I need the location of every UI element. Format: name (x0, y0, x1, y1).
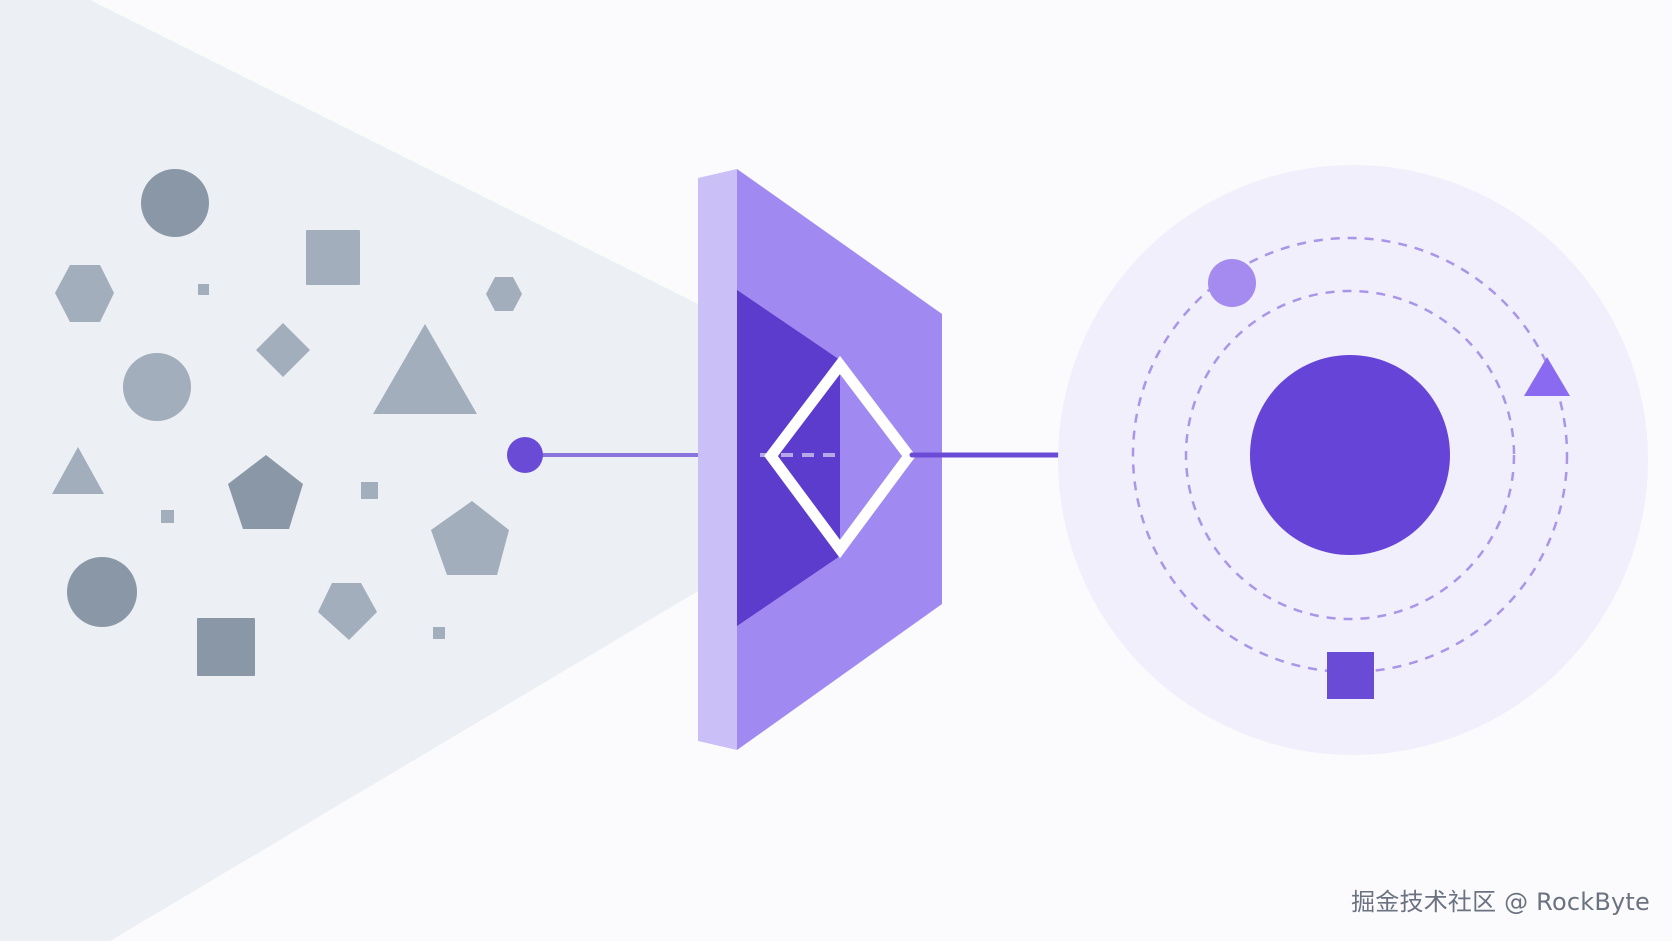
input-triangle-small-icon (52, 447, 104, 494)
input-triangle-large-icon (373, 324, 477, 414)
input-diamond-icon (256, 323, 310, 377)
orbit-inner (1184, 289, 1516, 621)
input-hexagon-small-icon (486, 277, 522, 311)
input-hexagon-icon-2 (318, 583, 377, 640)
input-dot-icon (198, 284, 209, 295)
input-cone (0, 0, 700, 941)
input-pentagon-icon (228, 455, 303, 529)
input-region (0, 0, 700, 941)
input-circle-icon-3 (67, 557, 137, 627)
input-point (507, 437, 543, 473)
filter-block (698, 169, 942, 750)
orbit-node-circle-icon (1208, 259, 1256, 307)
input-dot-icon-2 (361, 482, 378, 499)
input-pentagon-large-icon (431, 501, 509, 575)
input-shapes (52, 169, 522, 676)
watermark: 掘金技术社区 @ RockByte (1351, 888, 1650, 916)
orbit-node-triangle-icon (1524, 357, 1570, 396)
output-region (1058, 165, 1648, 755)
input-dot-icon-4 (433, 627, 445, 639)
input-circle-icon-2 (123, 353, 191, 421)
output-core-circle-icon (1250, 355, 1450, 555)
orbit-node-square-icon (1327, 652, 1374, 699)
filter-side-face (698, 169, 737, 750)
input-square-icon (306, 230, 360, 285)
filter-diamond-icon (764, 355, 916, 559)
input-square-icon-2 (197, 618, 255, 676)
input-dot-icon-3 (161, 510, 174, 523)
input-circle-icon (141, 169, 209, 237)
input-hexagon-icon (55, 265, 114, 322)
filter-inner-face (737, 290, 840, 626)
